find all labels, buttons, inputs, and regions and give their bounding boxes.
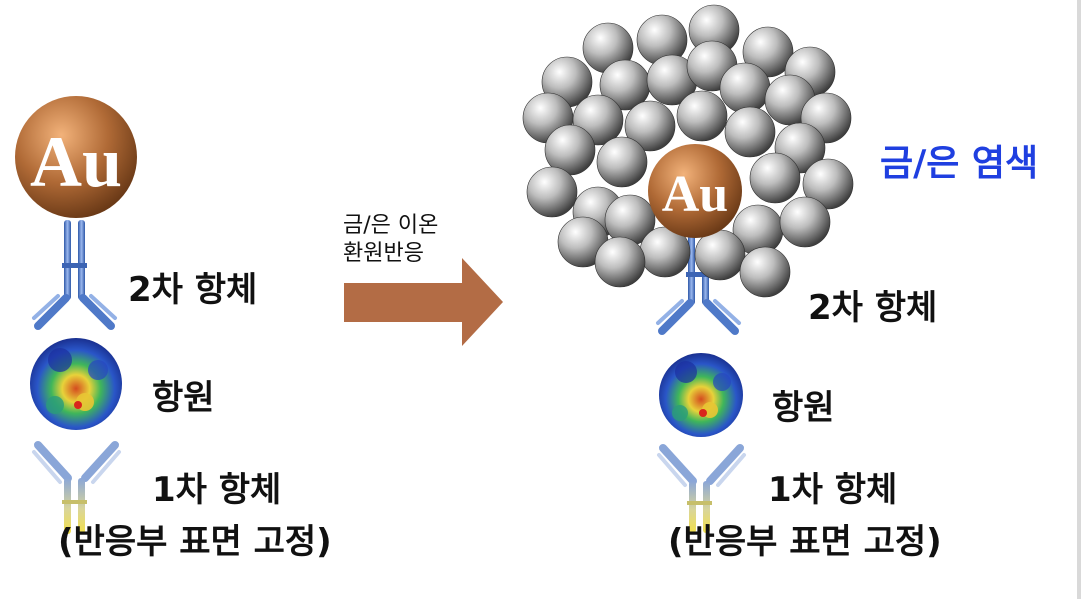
silver-particle (739, 246, 791, 298)
arrow-label-line1: 금/은 이온 (343, 213, 439, 238)
silver-particle (526, 166, 578, 218)
silver-particle (624, 100, 676, 152)
silver-particle (742, 26, 794, 78)
silver-particle (719, 62, 771, 114)
left-primary-antibody (32, 441, 121, 534)
left-secondary-antibody-label: 2차 항체 (128, 270, 258, 310)
silver-particle (676, 90, 728, 142)
silver-shell (522, 4, 854, 298)
right-edge-border (1077, 0, 1081, 599)
silver-particle (779, 196, 831, 248)
left-gold-particle (15, 96, 137, 218)
silver-particle (594, 236, 646, 288)
stain-label: 금/은 염색 (880, 143, 1039, 184)
right-gold-particle (648, 144, 742, 238)
left-surface-label: (반응부 표면 고정) (58, 522, 332, 562)
silver-particle (802, 158, 854, 210)
silver-particle (749, 152, 801, 204)
right-primary-antibody (657, 444, 746, 533)
arrow-label-line2: 환원반응 (343, 241, 424, 266)
left-secondary-antibody (32, 220, 117, 330)
reaction-arrow (344, 258, 503, 346)
left-au-label: Au (30, 122, 122, 202)
left-antigen-label: 항원 (152, 378, 215, 418)
right-primary-antibody-label: 1차 항체 (768, 470, 898, 510)
right-antigen-label: 항원 (772, 388, 835, 428)
right-au-label: Au (662, 166, 728, 223)
right-secondary-antibody-label: 2차 항체 (808, 288, 938, 328)
silver-particle (694, 229, 746, 281)
right-antigen (659, 353, 743, 437)
left-primary-antibody-label: 1차 항체 (152, 470, 282, 510)
silver-particle (596, 136, 648, 188)
right-surface-label: (반응부 표면 고정) (668, 522, 942, 562)
silver-particle (724, 106, 776, 158)
left-antigen (30, 338, 122, 430)
